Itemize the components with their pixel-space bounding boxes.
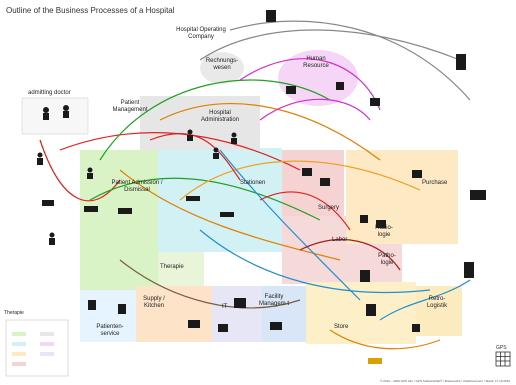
- flow-arrows: [39, 20, 471, 350]
- label-supply-kitchen: Supply / Kitchen: [143, 296, 165, 309]
- label-hospital-administration: Hospital Administration: [200, 110, 239, 123]
- region-human-resource: [278, 50, 358, 106]
- label-it: IT: [222, 304, 228, 310]
- gps-logo-grid: [495, 351, 511, 367]
- label-patient-admission: Patient Admission / Dismissal: [111, 180, 163, 193]
- legend-title: Therapie: [4, 310, 24, 316]
- label-patient-management: Patient Management: [112, 100, 148, 113]
- label-surgery: Surgery: [318, 205, 340, 211]
- label-patientenservice: Patienten-service: [96, 324, 124, 337]
- label-labor: Labor: [332, 237, 348, 243]
- label-facility-management: Facility Managem t: [258, 294, 289, 307]
- region-shapes: [21, 50, 462, 344]
- label-store: Store: [334, 324, 349, 330]
- label-rechnungswesen: Rechnungs-wesen: [205, 58, 239, 71]
- region-therapie: [158, 250, 204, 290]
- process-icons: [37, 10, 486, 364]
- label-radiologie: Radio-logie: [375, 225, 393, 238]
- diagram-title: Outline of the Business Processes of a H…: [6, 6, 175, 15]
- region-purchase: [346, 150, 458, 244]
- region-admitting-doctor: [21, 97, 89, 135]
- label-pathologie: Patho-logie: [378, 253, 396, 266]
- label-hospital-operating-company: Hospital Operating Company: [176, 27, 226, 40]
- region-supply: [136, 286, 212, 342]
- region-retro: [416, 286, 462, 336]
- label-purchase: Purchase: [422, 180, 448, 186]
- region-hospital-admin: [140, 96, 260, 150]
- label-admitting-doctor: admitting doctor: [28, 90, 71, 96]
- region-patientenservice: [80, 290, 136, 342]
- label-human-resource: Human Resource: [303, 56, 329, 69]
- region-rechnungswesen: [200, 52, 244, 84]
- region-facility: [262, 286, 306, 342]
- gps-logo-text: GPS: [496, 345, 507, 351]
- footer-copyright: © 2010 – 2009 GPS Ulm / GPS Softwarehilf…: [380, 379, 510, 383]
- label-therapie-center: Therapie: [160, 264, 184, 270]
- legend: [5, 319, 69, 377]
- label-retro-logistik: Retro-Logistik: [426, 296, 448, 309]
- label-stationen: Stationen: [240, 180, 266, 186]
- region-it: [212, 286, 264, 342]
